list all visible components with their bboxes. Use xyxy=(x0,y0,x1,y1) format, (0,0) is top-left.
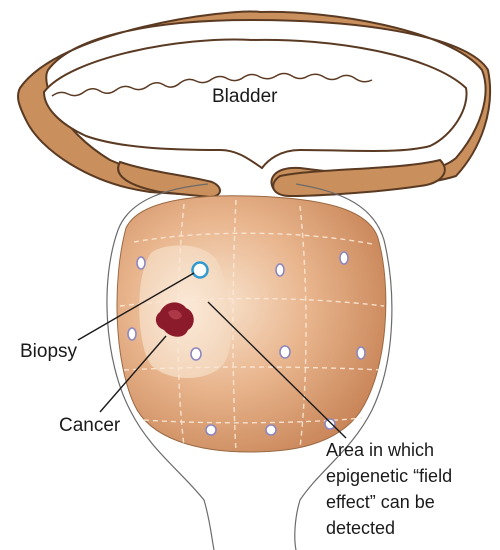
field-effect-label-line: effect” can be xyxy=(326,489,500,515)
biopsy-marker xyxy=(193,263,208,278)
core-dot xyxy=(276,264,284,276)
core-dot xyxy=(128,328,136,340)
core-dot xyxy=(266,425,276,435)
field-effect-label-line: Area in which xyxy=(326,437,500,463)
bladder-neck-right xyxy=(273,160,445,196)
field-effect-label: Area in which epigenetic “field effect” … xyxy=(326,437,500,541)
field-effect-label-line: epigenetic “field xyxy=(326,463,500,489)
biopsy-label: Biopsy xyxy=(20,339,77,364)
bladder-label: Bladder xyxy=(212,84,278,109)
core-dot xyxy=(280,346,290,358)
core-dot xyxy=(206,425,216,435)
core-dot xyxy=(340,252,348,264)
field-effect-label-line: detected xyxy=(326,515,500,541)
cancer-label: Cancer xyxy=(59,413,120,438)
core-dot xyxy=(191,348,201,360)
core-dot xyxy=(325,419,335,429)
bladder-neck-left xyxy=(118,162,220,197)
core-dot xyxy=(137,257,145,269)
core-dot xyxy=(357,347,365,359)
